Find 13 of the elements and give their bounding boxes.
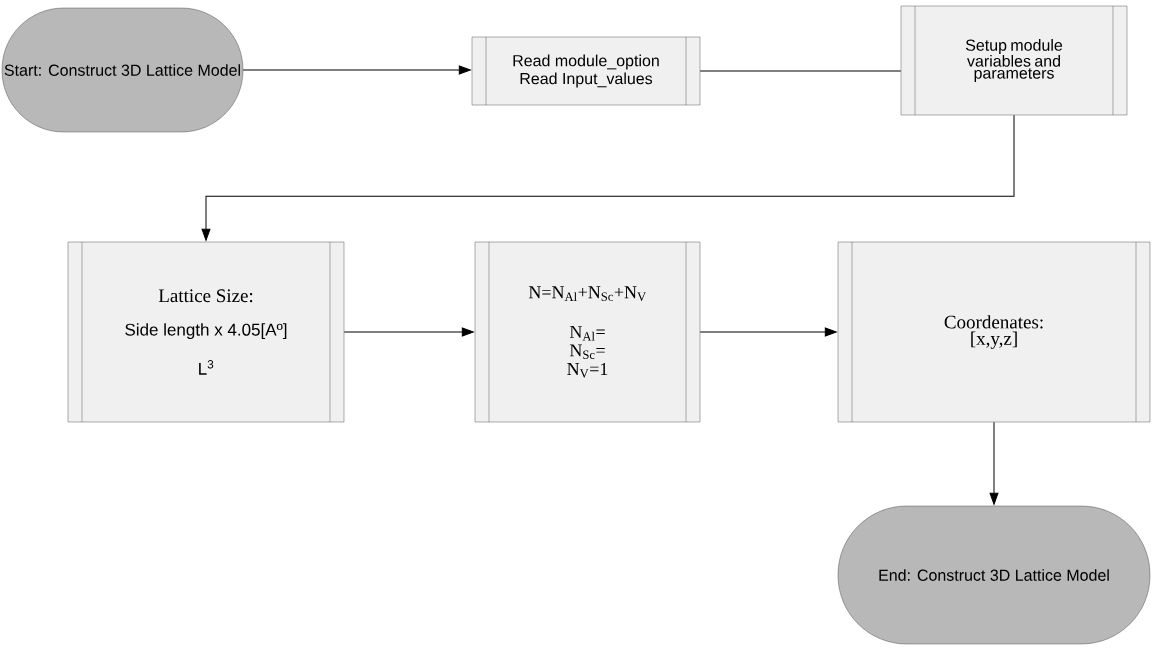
arrow <box>343 327 474 337</box>
arrow <box>989 421 999 505</box>
arrow <box>201 114 1015 241</box>
process-box: N=N$_{Al}$+N$_{Sc}$+N$_{V}$ N$_{Al}$= N$_{Sc}$= N$_{V}$=1 <box>474 241 701 423</box>
terminal-box: Start: Construct 3D Lattice Model <box>1 7 244 133</box>
arrow <box>242 65 471 75</box>
process-box: Coordenates: [x,y,z] <box>837 241 1151 423</box>
process-box: Setup module variables and parameters <box>900 5 1128 116</box>
terminal-box: End: Construct 3D Lattice Model <box>837 505 1151 645</box>
process-box: Lattice Size: Side length x 4.05[Aº] L$^{3}$ <box>67 241 345 423</box>
process-box: Read module_option Read Input_values <box>471 36 701 106</box>
arrow <box>699 327 837 337</box>
connector-line <box>699 70 902 72</box>
